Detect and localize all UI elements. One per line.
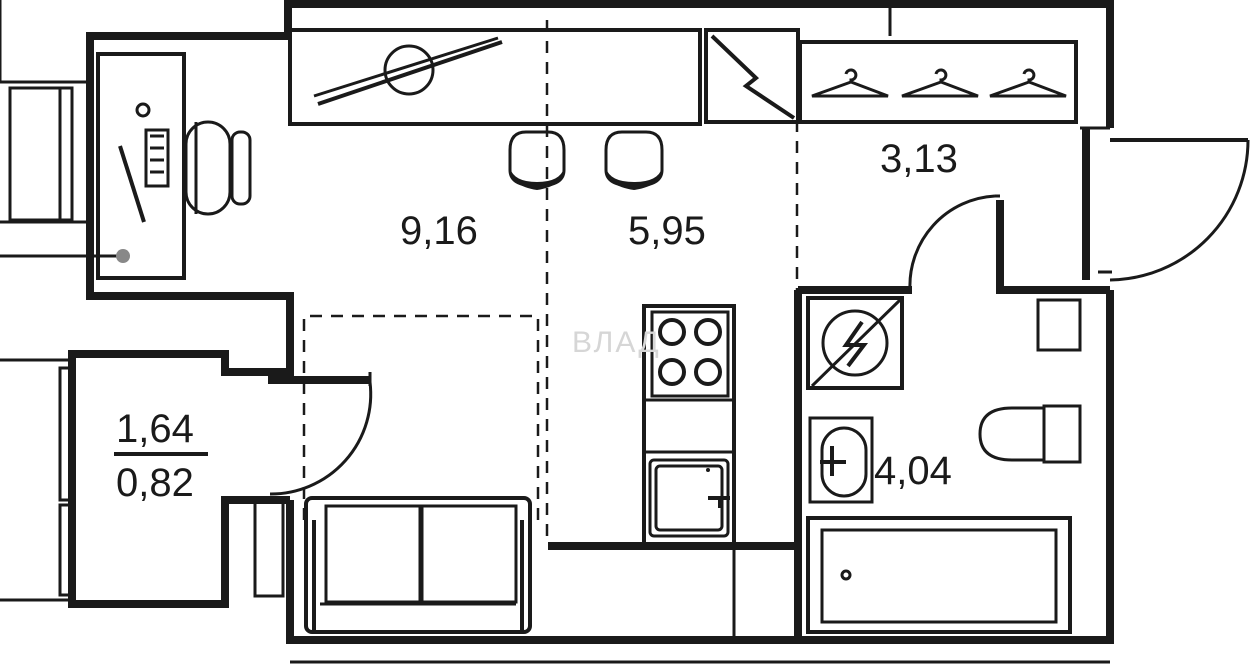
balcony-door — [268, 372, 373, 496]
kitchen-counter — [548, 304, 798, 636]
left-window — [0, 80, 130, 263]
cooktop — [650, 310, 730, 398]
hanger-1 — [811, 68, 889, 98]
electrical-shaft — [704, 28, 800, 124]
bathroom-walls — [794, 194, 1110, 640]
watermark-text: ВЛАД — [572, 326, 661, 359]
area-label-balcony-total: 1,64 — [116, 407, 194, 451]
area-label-balcony-coef: 0,82 — [116, 461, 194, 505]
desk — [96, 52, 186, 280]
hanger-2 — [901, 68, 979, 98]
bathtub — [806, 516, 1072, 634]
hanger-3 — [989, 68, 1067, 98]
entrance-door — [1082, 128, 1250, 282]
wardrobe — [288, 28, 702, 126]
balcony-windows — [0, 358, 285, 602]
toilet — [978, 404, 1082, 464]
stools — [508, 130, 664, 190]
sofa — [304, 496, 532, 634]
area-label-kitchen: 5,95 — [628, 209, 706, 253]
kitchen-sink — [648, 458, 730, 538]
area-label-bathroom: 4,04 — [874, 449, 952, 493]
outer-walls — [0, 0, 1114, 664]
area-label-hallway: 3,13 — [880, 137, 958, 181]
washing-machine — [806, 296, 904, 390]
washbasin — [808, 416, 874, 504]
closet — [798, 40, 1078, 124]
zone-dividers — [302, 20, 799, 540]
area-label-living: 9,16 — [400, 209, 478, 253]
office-chair — [184, 120, 252, 216]
